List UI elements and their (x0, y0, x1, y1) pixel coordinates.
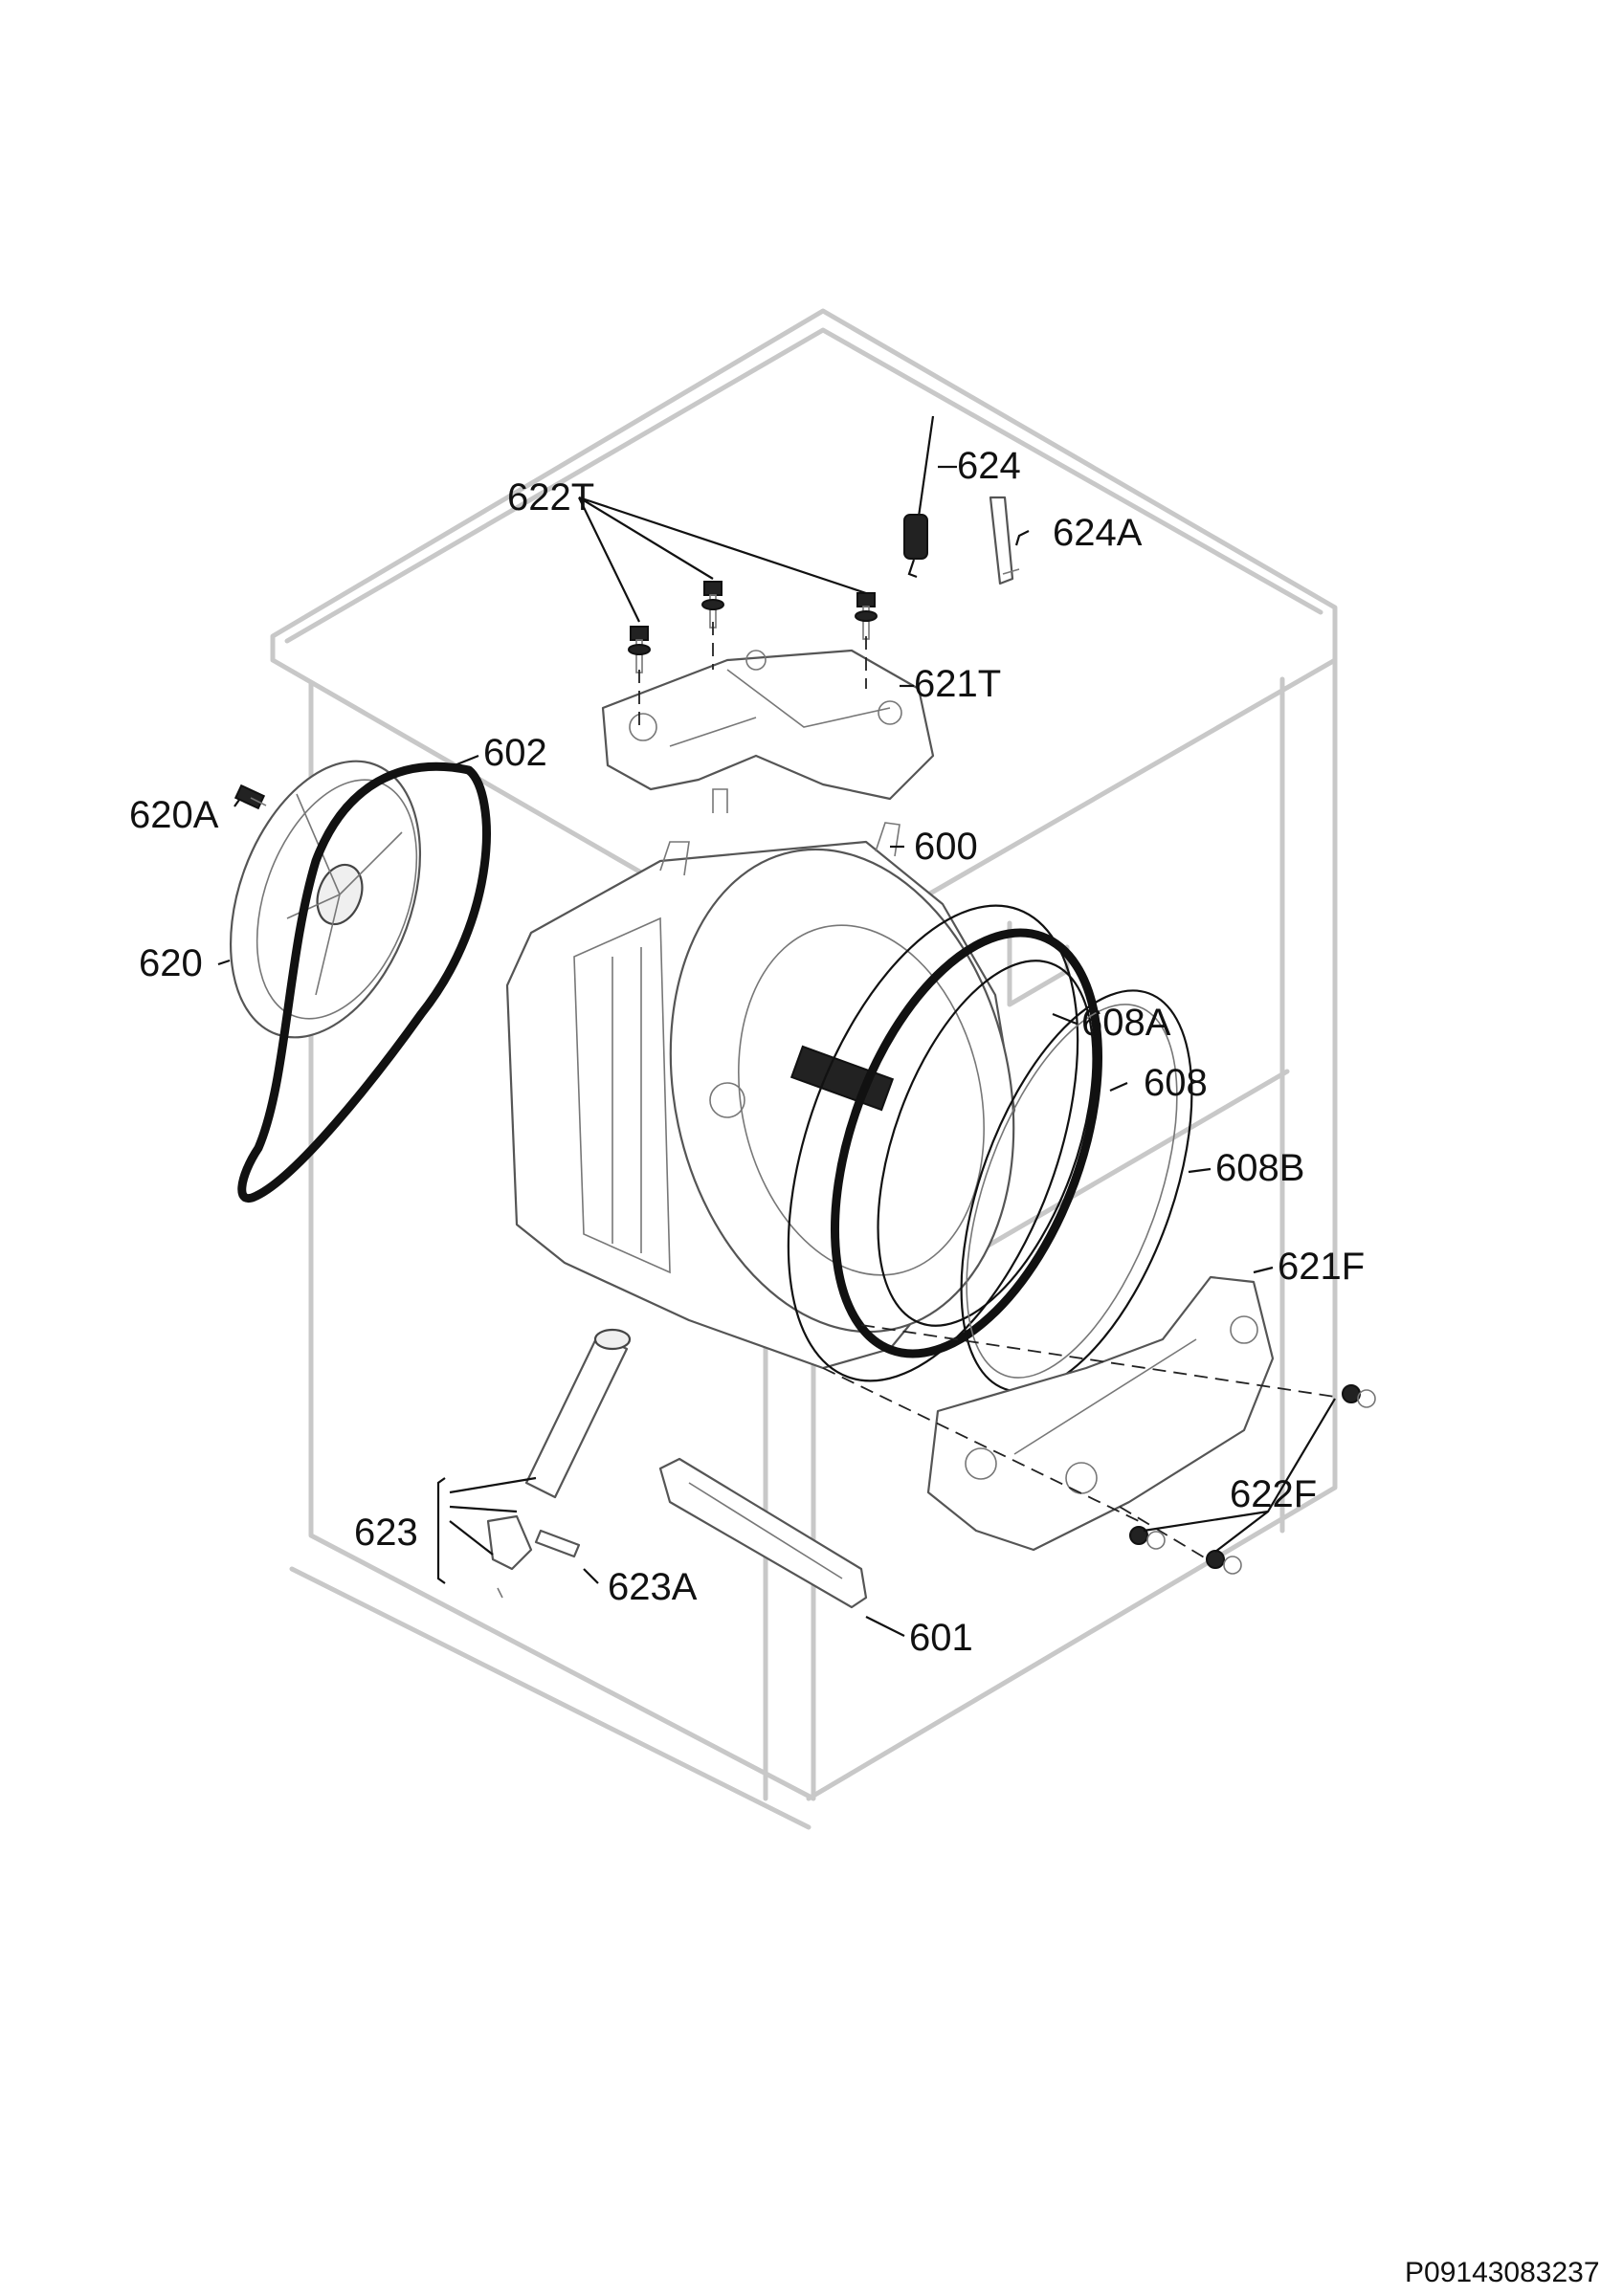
damper-623 (486, 1328, 632, 1599)
door-gasket-608 (787, 904, 1193, 1393)
label-624: 624 (957, 445, 1021, 487)
label-608a: 608A (1081, 1002, 1171, 1044)
label-622t: 622T (507, 476, 594, 519)
leader-lines (217, 465, 1336, 1637)
label-624a: 624A (1053, 512, 1143, 554)
label-622f: 622F (1230, 1473, 1317, 1515)
counterweight-621f (926, 1275, 1275, 1552)
tub-600 (505, 788, 1016, 1370)
label-621f: 621F (1278, 1246, 1365, 1288)
label-600: 600 (914, 826, 978, 868)
label-620: 620 (139, 942, 203, 984)
part-labels: 622T 624 624A 621T 602 620A 600 620 608A… (129, 445, 1365, 1659)
label-602: 602 (483, 732, 547, 774)
pin-623a (534, 1529, 581, 1558)
spring-624 (903, 415, 935, 579)
bolts-622f (1129, 1384, 1376, 1575)
label-623a: 623A (608, 1566, 698, 1608)
bolt-620a (233, 784, 267, 810)
label-621t: 621T (914, 663, 1001, 705)
counterweight-621t (601, 649, 935, 801)
trim-601 (658, 1457, 868, 1609)
label-620a: 620A (129, 794, 219, 836)
assembly-guides (822, 1324, 1336, 1565)
bolts-622t (628, 581, 878, 727)
label-608b: 608B (1215, 1147, 1304, 1189)
label-623: 623 (354, 1512, 418, 1554)
belt-602 (237, 762, 491, 1203)
label-608: 608 (1144, 1062, 1208, 1104)
document-id: P09143083237 (1405, 2257, 1600, 2288)
hook-624a (989, 496, 1020, 585)
label-601: 601 (909, 1617, 973, 1659)
